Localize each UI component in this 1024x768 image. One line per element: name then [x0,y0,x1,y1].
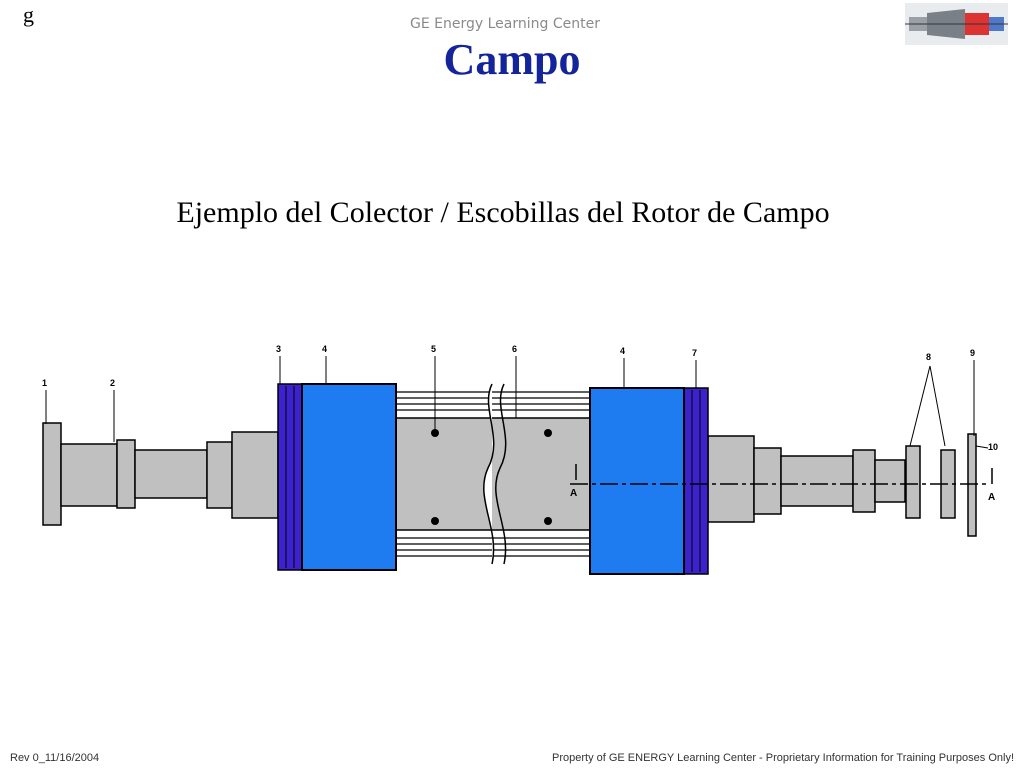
callout-9: 9 [970,348,975,358]
callout-3: 3 [276,344,281,354]
left-retaining-collar [277,383,303,571]
right-end-ring [589,387,685,575]
left-shaft-collar [116,439,136,509]
callout-10: 10 [988,442,998,452]
callout-2: 2 [110,378,115,388]
right-shaft-section [780,455,854,507]
section-mark-left: A [570,488,577,499]
left-shaft-step-2 [231,431,279,519]
left-shaft-section [60,443,118,507]
left-shaft-step [206,441,233,509]
callout-4-left: 4 [322,344,327,354]
callout-5: 5 [431,344,436,354]
right-shaft-collar [852,449,876,513]
callout-8: 8 [926,352,931,362]
turbine-thumbnail-icon [905,3,1008,45]
break-line [483,383,495,565]
callout-7: 7 [692,348,697,358]
revision-footer: Rev 0_11/16/2004 [10,752,100,764]
right-shaft-step-2 [753,447,782,515]
slide-subtitle: Ejemplo del Colector / Escobillas del Ro… [176,196,830,229]
callout-6: 6 [512,344,517,354]
callout-4-right: 4 [620,346,625,356]
ge-logo: g [23,2,34,27]
collector-ring-1 [905,445,921,519]
section-mark-right: A [988,492,995,503]
right-retaining-collar [683,387,709,575]
left-shaft-section-2 [134,449,208,499]
proprietary-footer: Property of GE ENERGY Learning Center - … [552,752,1014,764]
callout-1: 1 [42,378,47,388]
shaft-end-plate [967,433,977,537]
rotor-collector-diagram: 1 2 3 4 5 6 4 7 8 9 10 A A [42,344,998,575]
page-title: Campo [443,35,581,84]
left-shaft-flange [42,422,62,526]
right-shaft-step [707,435,755,523]
right-shaft-section-2 [874,459,906,503]
left-end-ring [301,383,397,571]
learning-center-name: GE Energy Learning Center [410,16,600,32]
